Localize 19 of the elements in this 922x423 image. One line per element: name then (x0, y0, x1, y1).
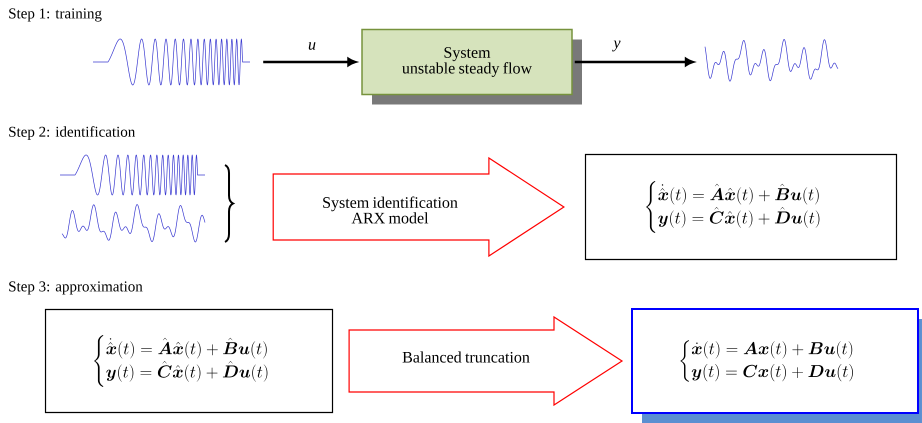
signal-drawing (62, 204, 206, 242)
equation-box: $\begin{cases}\dot{\hat{\boldsymbol{x}}}(t)=\hat{\boldsymbol{A}}\hat{\boldsymbol{x}}(t)+\hat{\boldsymbol{B}}\boldsymbol{u}(t)\\ \boldsymbol{y}(t)=\hat{\boldsymbol{C}}\hat{\boldsymbol{x}}(t)+\hat{\boldsymbol{D}}\boldsymbol{u}(t)\end{cases}$ (584, 154, 898, 260)
step-heading: Step 1: training (9, 8, 102, 22)
edge-label: System identification ARX model (323, 196, 458, 224)
step-heading: Step 2: identification (9, 126, 136, 140)
arrow (574, 58, 694, 66)
block-arrow (272, 156, 565, 258)
process-box: System unstable steady flow (361, 28, 582, 104)
step-heading: Step 3: approximation (9, 281, 143, 295)
equation-box: $\begin{cases}\dot{\hat{\boldsymbol{x}}}(t)=\hat{\boldsymbol{A}}\hat{\boldsymbol{x}}(t)+\hat{\boldsymbol{B}}\boldsymbol{u}(t)\\ \boldsymbol{y}(t)=\hat{\boldsymbol{C}}\hat{\boldsymbol{x}}(t)+\hat{\boldsymbol{D}}\boldsymbol{u}(t)\end{cases}$ (44, 308, 334, 414)
arrow (263, 58, 356, 66)
equation-box: $\begin{cases}\dot{\boldsymbol{x}}(t)=\boldsymbol{A}\boldsymbol{x}(t)+\boldsymbol{B}\boldsymbol{u}(t)\\ \boldsymbol{y}(t)=\boldsymbol{C}\boldsymbol{x}(t)+\boldsymbol{D}\boldsymbol{u}(t)\end{cases}$ (631, 308, 922, 423)
signal-drawing (92, 38, 250, 86)
edge-label: y (612, 40, 621, 52)
edge-label: u (308, 42, 316, 50)
edge-label: Balanced truncation (402, 351, 530, 363)
signal-drawing (60, 154, 206, 196)
signal-drawing (704, 39, 838, 82)
block-arrow (348, 316, 624, 406)
